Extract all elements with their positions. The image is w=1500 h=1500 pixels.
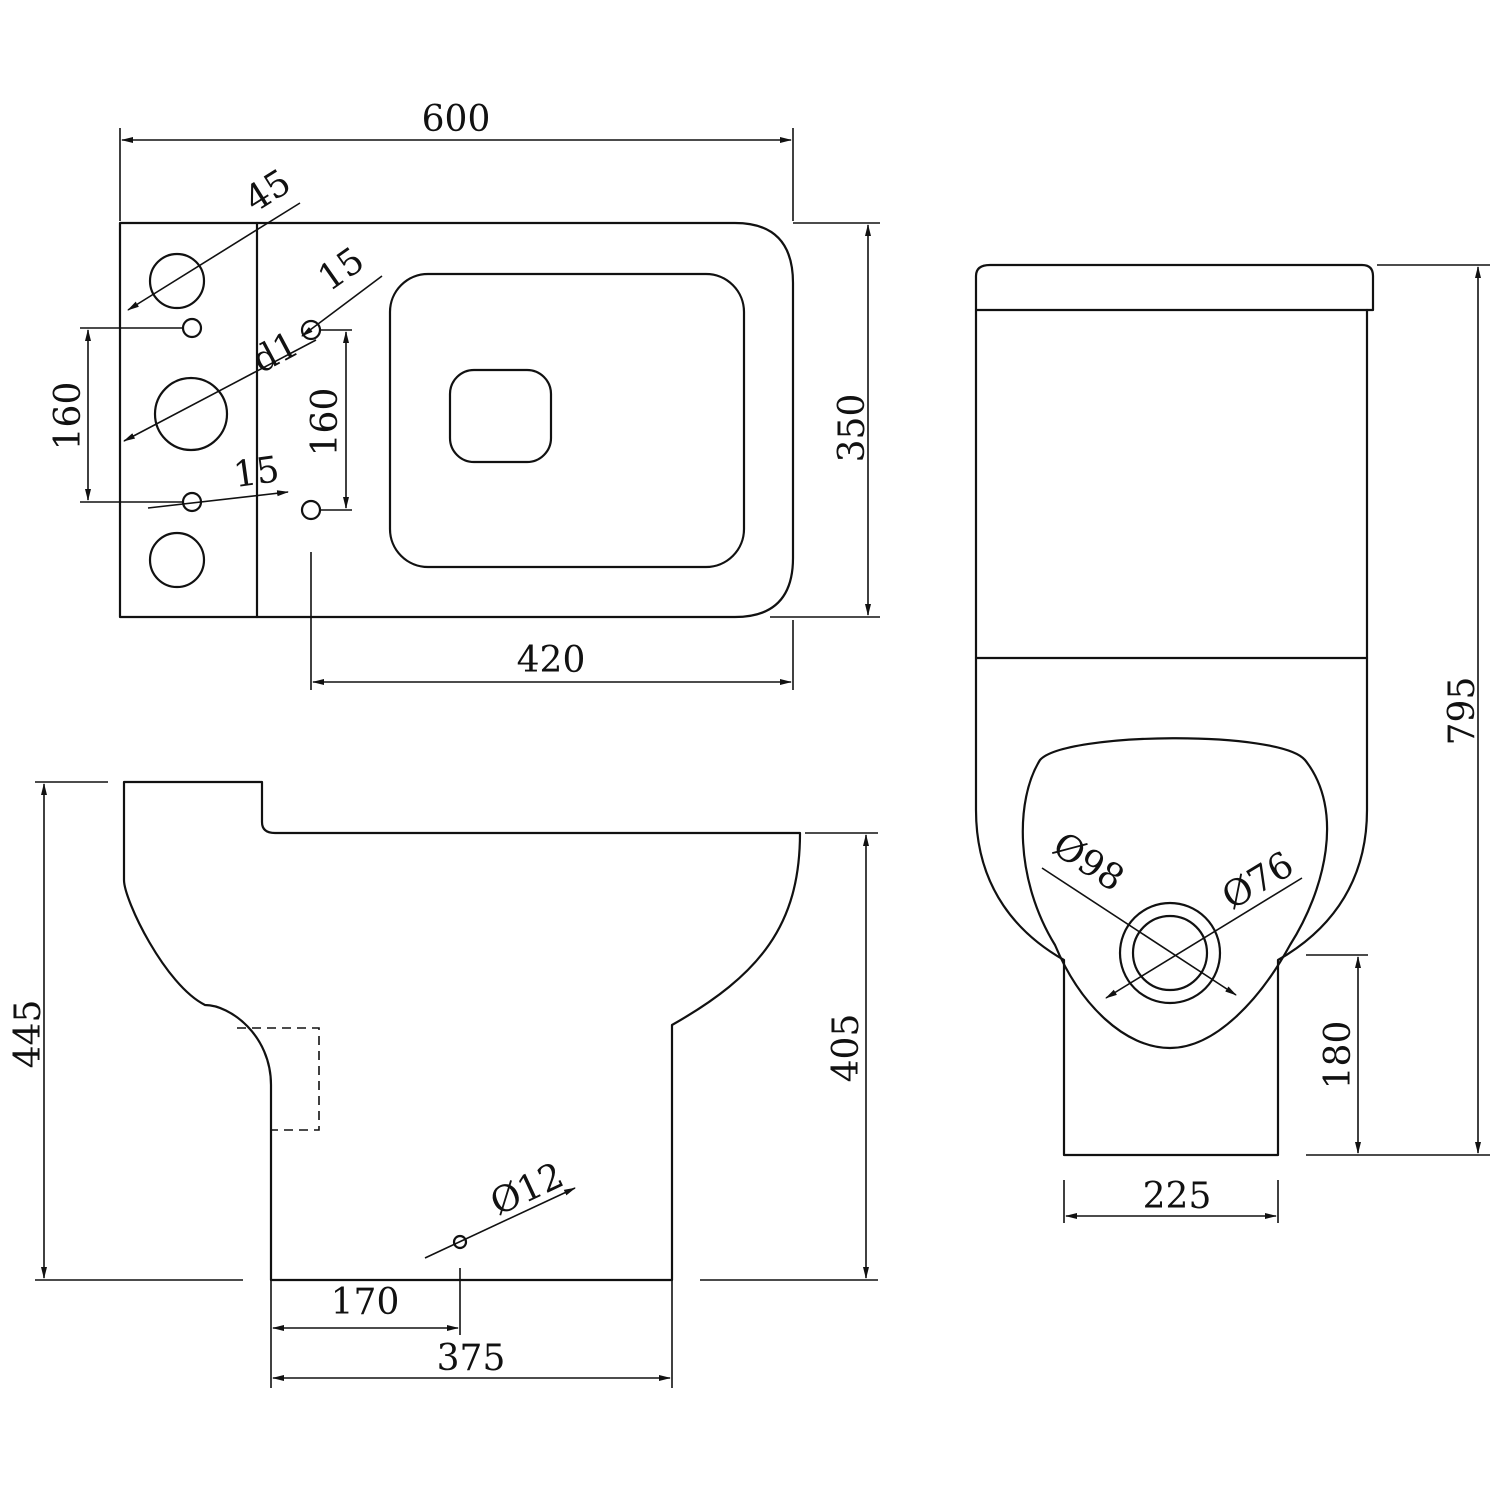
top-view: 600 350 420 160 160 45 15 d1 15 — [48, 99, 880, 690]
fixing-hole-leader-line — [424, 1187, 576, 1259]
outlet-outer-label: Ø98 — [1046, 825, 1132, 900]
outlet-recess-outline — [1021, 737, 1329, 1050]
large-hole-leader-line — [127, 202, 301, 311]
concealed-fixing-outline — [237, 1027, 320, 1131]
outlet-outer-circle — [1118, 901, 1222, 1005]
overall-height-label: 445 — [8, 1000, 49, 1069]
seat-outline — [388, 272, 746, 569]
front-view: Ø98 Ø76 795 180 225 — [974, 263, 1490, 1223]
side-view: 445 405 Ø12 170 375 — [8, 780, 878, 1388]
pan-front-outline — [974, 656, 1369, 1157]
hole-spacing-left-label: 160 — [48, 382, 89, 451]
outlet-height-label: 180 — [1318, 1021, 1359, 1090]
width-label: 600 — [422, 99, 491, 140]
base-length-label: 375 — [437, 1338, 506, 1379]
outlet-inner-leader-line — [1105, 877, 1303, 999]
top-view-outline — [118, 221, 795, 619]
pan-length-label: 420 — [517, 640, 586, 681]
outlet-outer-leader-line — [1041, 867, 1237, 996]
side-view-outline — [122, 780, 802, 1282]
depth-label: 350 — [832, 394, 873, 463]
flush-button-outline — [448, 368, 553, 464]
cistern-hole-middle — [153, 376, 229, 452]
inlet-leader-line — [123, 339, 317, 442]
hole-spacing-right-label: 160 — [305, 388, 346, 457]
total-height-label: 795 — [1442, 677, 1483, 746]
cistern-hole-bottom — [148, 531, 206, 589]
large-hole-label: 45 — [238, 162, 299, 221]
outlet-inner-circle — [1131, 914, 1209, 992]
cistern-lid-outline — [974, 263, 1375, 312]
fixing-offset-label: 170 — [331, 1282, 400, 1323]
small-hole-left-top — [181, 317, 203, 339]
small-hole-label-bottom: 15 — [231, 449, 282, 496]
small-hole-bottom-leader-line — [147, 490, 289, 509]
fixing-hole-label: Ø12 — [484, 1155, 570, 1224]
small-hole-right-bottom — [300, 499, 322, 521]
cistern-hole-top — [148, 252, 206, 310]
cistern-body-outline — [974, 308, 1369, 660]
small-hole-top-leader-line — [301, 275, 383, 337]
base-width-label: 225 — [1143, 1176, 1212, 1217]
fixing-hole — [452, 1234, 468, 1250]
pan-height-label: 405 — [826, 1014, 867, 1083]
outlet-inner-label: Ø76 — [1215, 844, 1301, 918]
